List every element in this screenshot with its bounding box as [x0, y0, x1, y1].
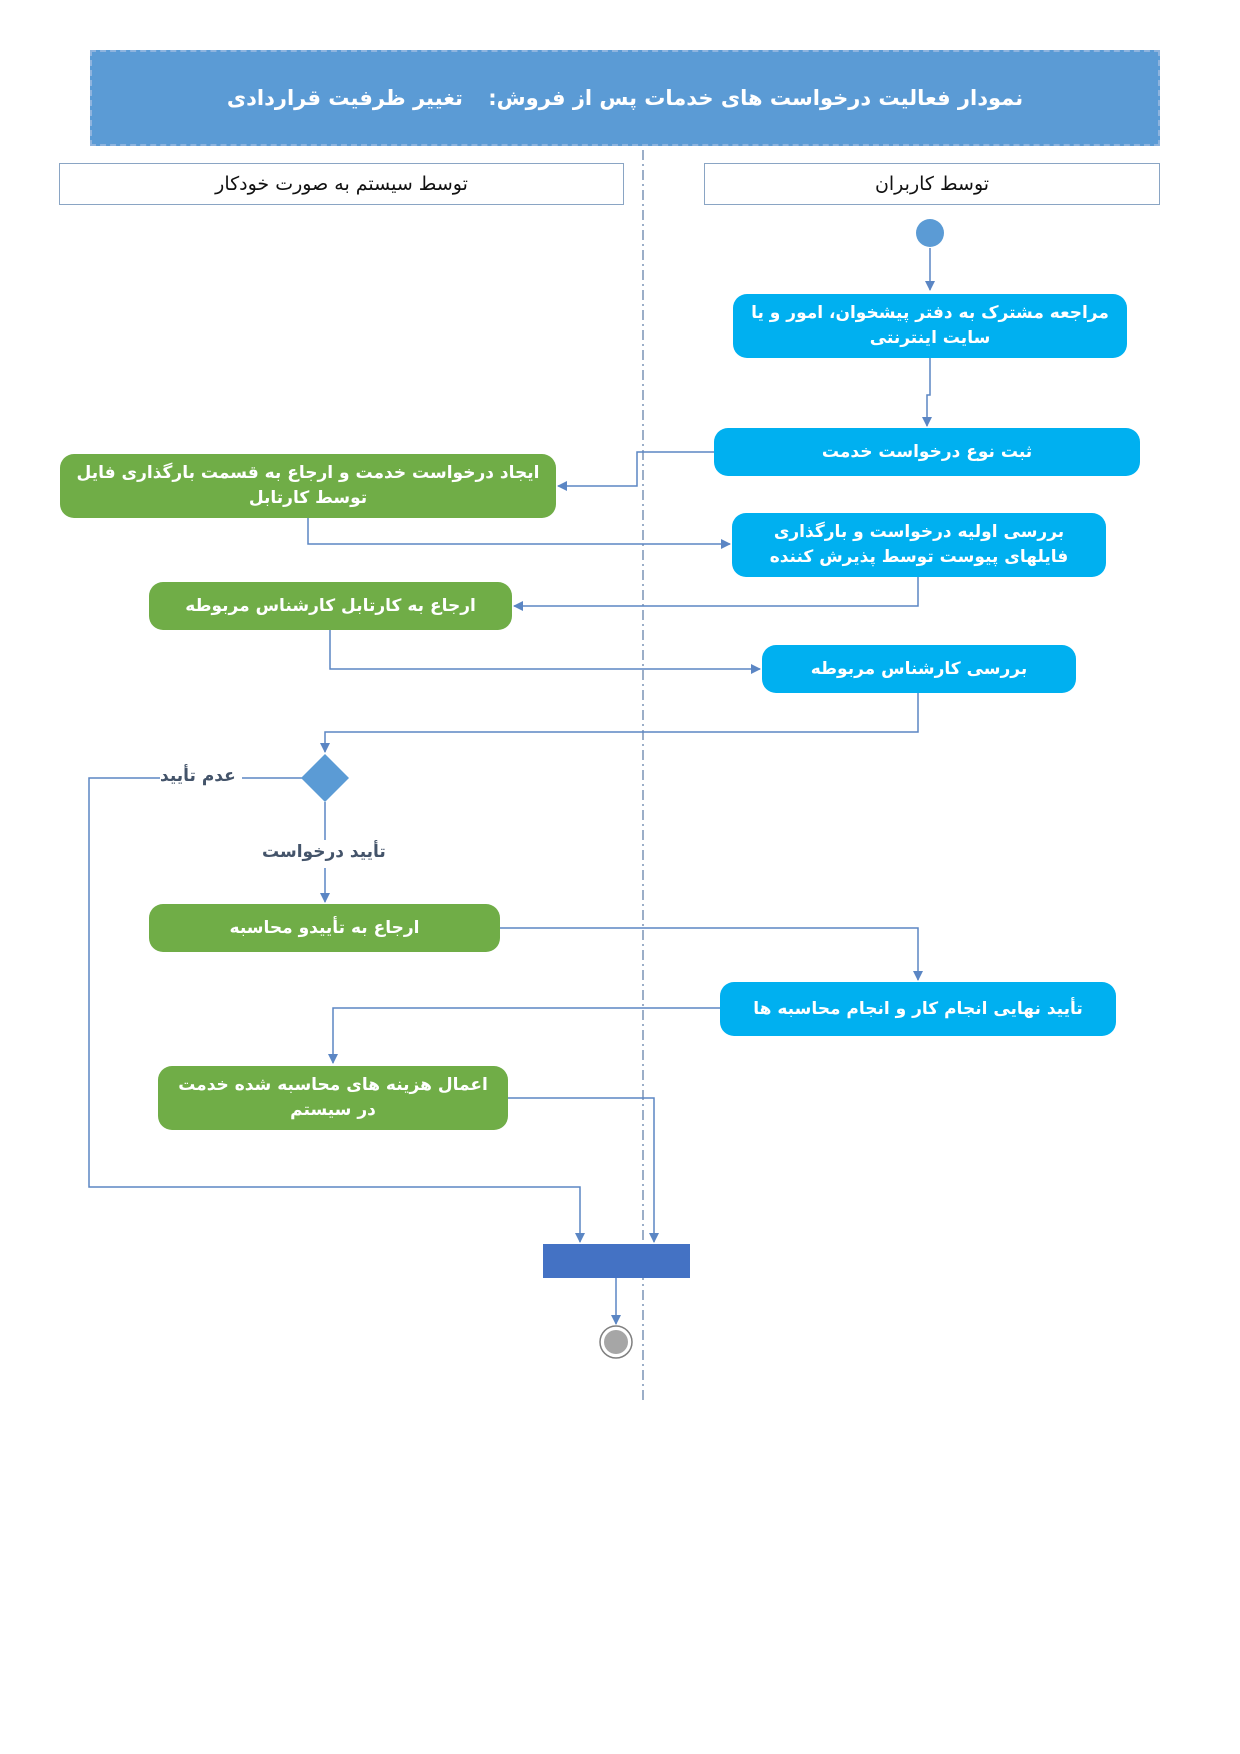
edge-final-apply [328, 1007, 720, 1064]
lane-header-users: توسط کاربران [704, 163, 1160, 205]
join-bar [543, 1244, 690, 1278]
edge-expert-decision [320, 693, 919, 753]
edge-register-create [557, 451, 714, 491]
edge-apply-join [508, 1097, 659, 1243]
node-refer-expert: ارجاع به کارتابل کارشناس مربوطه [149, 582, 512, 630]
title-bar: نمودار فعالیت درخواست های خدمات پس از فر… [90, 50, 1160, 146]
node-create-request: ایجاد درخواست خدمت و ارجاع به قسمت بارگذ… [60, 454, 556, 518]
edge-refer-expert [329, 630, 761, 674]
node-refer-approval: ارجاع به تأییدو محاسبه [149, 904, 500, 952]
end-node-inner [604, 1330, 628, 1354]
edge-review-refer [513, 577, 919, 611]
title-main: نمودار فعالیت درخواست های خدمات پس از فر… [488, 86, 1024, 110]
edge-approval-final [500, 927, 923, 981]
node-initial-review: بررسی اولیه درخواست و بارگذاری فایلهای پ… [732, 513, 1106, 577]
node-final-approval: تأیید نهایی انجام کار و انجام محاسبه ها [720, 982, 1116, 1036]
edge-create-review [307, 518, 731, 549]
lane-header-system: توسط سیستم به صورت خودکار [59, 163, 624, 205]
edge-visit-register [922, 358, 932, 427]
edge-decision-reject-b [88, 777, 585, 1243]
node-register-request: ثبت نوع درخواست خدمت [714, 428, 1140, 476]
node-apply-costs: اعمال هزینه های محاسبه شده خدمت در سیستم [158, 1066, 508, 1130]
label-approve: تأیید درخواست [262, 842, 386, 862]
title-subtitle: تغییر ظرفیت قراردادی [226, 86, 463, 110]
node-expert-review: بررسی کارشناس مربوطه [762, 645, 1076, 693]
start-node [916, 219, 944, 247]
diagram-title: نمودار فعالیت درخواست های خدمات پس از فر… [92, 86, 1158, 110]
node-visit-office: مراجعه مشترک به دفتر پیشخوان، امور و یا … [733, 294, 1127, 358]
decision-diamond [301, 754, 349, 802]
label-reject: عدم تأیید [160, 766, 236, 786]
